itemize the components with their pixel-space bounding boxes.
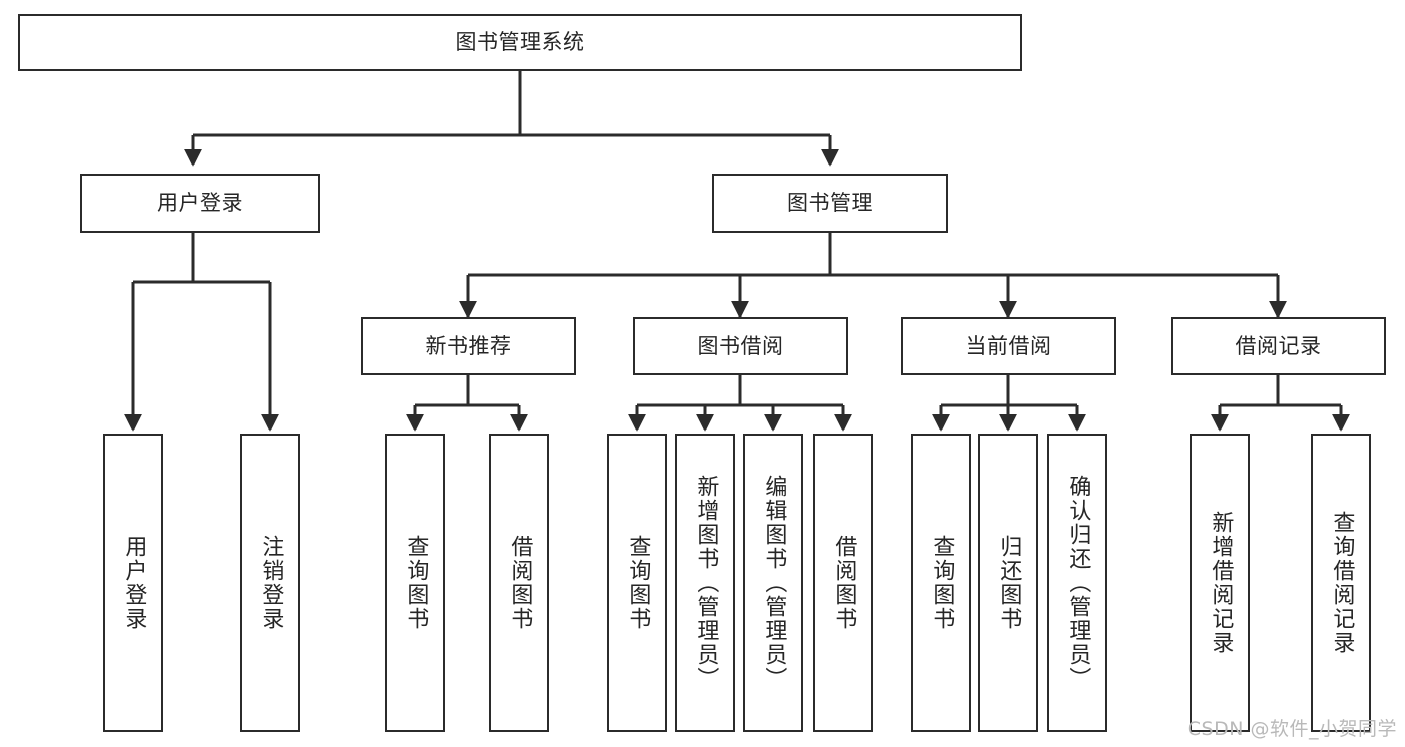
- node-leaf-borrow-book-2-label: 借阅图书: [831, 535, 857, 631]
- node-book-manage-label: 图书管理: [787, 191, 873, 216]
- node-current-borrow[interactable]: 当前借阅: [901, 317, 1116, 375]
- node-leaf-query-book-2-label: 查询图书: [625, 535, 651, 631]
- node-leaf-confirm-return-label: 确认归还（管理员）: [1065, 475, 1091, 691]
- node-user-login[interactable]: 用户登录: [80, 174, 320, 233]
- node-borrow-record-label: 借阅记录: [1235, 333, 1322, 358]
- node-leaf-query-book-1-label: 查询图书: [403, 535, 429, 631]
- node-new-book-rec[interactable]: 新书推荐: [361, 317, 576, 375]
- node-current-borrow-label: 当前借阅: [965, 333, 1052, 358]
- node-leaf-user-login[interactable]: 用户登录: [103, 434, 163, 732]
- node-user-login-label: 用户登录: [157, 191, 243, 216]
- node-leaf-add-record-label: 新增借阅记录: [1208, 511, 1234, 655]
- node-leaf-logout-login-label: 注销登录: [258, 535, 284, 631]
- node-leaf-borrow-book-2[interactable]: 借阅图书: [813, 434, 873, 732]
- node-leaf-logout-login[interactable]: 注销登录: [240, 434, 300, 732]
- node-leaf-add-book[interactable]: 新增图书（管理员）: [675, 434, 735, 732]
- node-leaf-borrow-book-1-label: 借阅图书: [507, 535, 533, 631]
- node-book-borrow-label: 图书借阅: [697, 333, 784, 358]
- node-leaf-query-record-label: 查询借阅记录: [1329, 511, 1355, 655]
- node-root[interactable]: 图书管理系统: [18, 14, 1022, 71]
- watermark-text: CSDN @软件_小贺同学: [1187, 718, 1397, 740]
- node-borrow-record[interactable]: 借阅记录: [1171, 317, 1386, 375]
- node-leaf-edit-book[interactable]: 编辑图书（管理员）: [743, 434, 803, 732]
- node-leaf-add-record[interactable]: 新增借阅记录: [1190, 434, 1250, 732]
- node-leaf-confirm-return[interactable]: 确认归还（管理员）: [1047, 434, 1107, 732]
- node-leaf-query-book-3[interactable]: 查询图书: [911, 434, 971, 732]
- node-leaf-query-book-3-label: 查询图书: [929, 535, 955, 631]
- node-leaf-return-book[interactable]: 归还图书: [978, 434, 1038, 732]
- node-book-manage[interactable]: 图书管理: [712, 174, 948, 233]
- node-leaf-query-record[interactable]: 查询借阅记录: [1311, 434, 1371, 732]
- node-leaf-query-book-2[interactable]: 查询图书: [607, 434, 667, 732]
- node-leaf-add-book-label: 新增图书（管理员）: [693, 475, 719, 691]
- node-new-book-rec-label: 新书推荐: [425, 333, 512, 358]
- node-leaf-borrow-book-1[interactable]: 借阅图书: [489, 434, 549, 732]
- node-book-borrow[interactable]: 图书借阅: [633, 317, 848, 375]
- node-leaf-return-book-label: 归还图书: [996, 535, 1022, 631]
- node-leaf-user-login-label: 用户登录: [121, 535, 147, 631]
- node-leaf-edit-book-label: 编辑图书（管理员）: [761, 475, 787, 691]
- node-leaf-query-book-1[interactable]: 查询图书: [385, 434, 445, 732]
- node-root-label: 图书管理系统: [455, 30, 585, 55]
